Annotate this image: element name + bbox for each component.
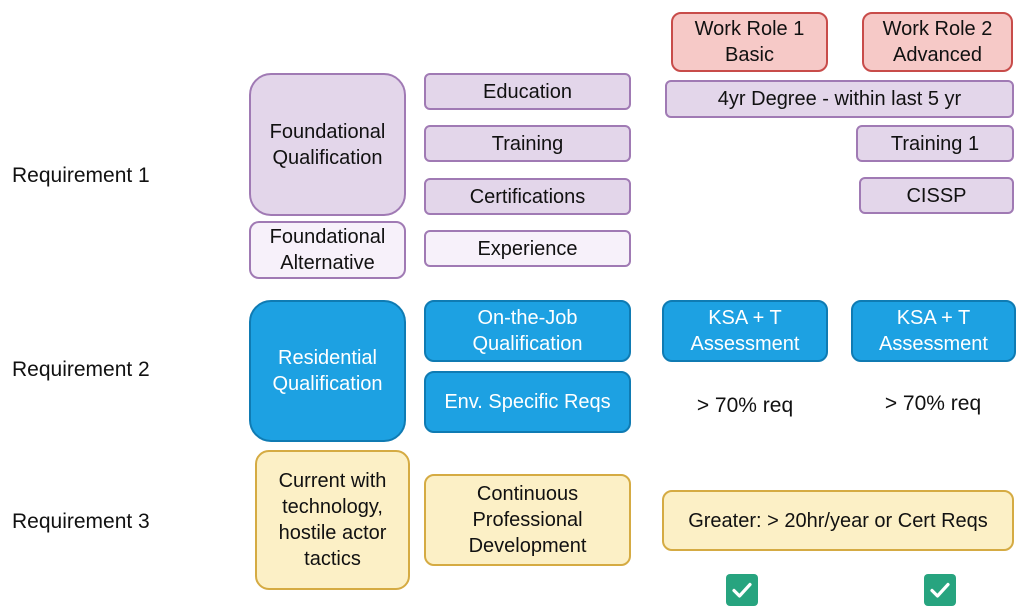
check-icon <box>726 574 758 606</box>
foundational-alternative-box: Foundational Alternative <box>249 221 406 279</box>
row-label-requirement-3: Requirement 3 <box>12 510 150 533</box>
row-label-requirement-2: Requirement 2 <box>12 358 150 381</box>
degree-requirement-box: 4yr Degree - within last 5 yr <box>665 80 1014 118</box>
experience-box: Experience <box>424 230 631 267</box>
training-1-box: Training 1 <box>856 125 1014 162</box>
residential-qualification-box: Residential Qualification <box>249 300 406 442</box>
cpd-requirement-box: Greater: > 20hr/year or Cert Reqs <box>662 490 1014 551</box>
ksa-assessment-2-box: KSA + T Assessment <box>851 300 1016 362</box>
pct-requirement-1: > 70% req <box>696 394 794 417</box>
current-with-technology-box: Current with technology, hostile actor t… <box>255 450 410 590</box>
cissp-box: CISSP <box>859 177 1014 214</box>
env-specific-reqs-box: Env. Specific Reqs <box>424 371 631 433</box>
row-label-requirement-1: Requirement 1 <box>12 164 150 187</box>
certifications-box: Certifications <box>424 178 631 215</box>
header-work-role-1: Work Role 1 Basic <box>671 12 828 72</box>
training-box: Training <box>424 125 631 162</box>
check-icon <box>924 574 956 606</box>
ksa-assessment-1-box: KSA + T Assessment <box>662 300 828 362</box>
header-work-role-2: Work Role 2 Advanced <box>862 12 1013 72</box>
on-the-job-qualification-box: On-the-Job Qualification <box>424 300 631 362</box>
foundational-qualification-box: Foundational Qualification <box>249 73 406 216</box>
education-box: Education <box>424 73 631 110</box>
continuous-professional-development-box: Continuous Professional Development <box>424 474 631 566</box>
pct-requirement-2: > 70% req <box>884 392 982 415</box>
